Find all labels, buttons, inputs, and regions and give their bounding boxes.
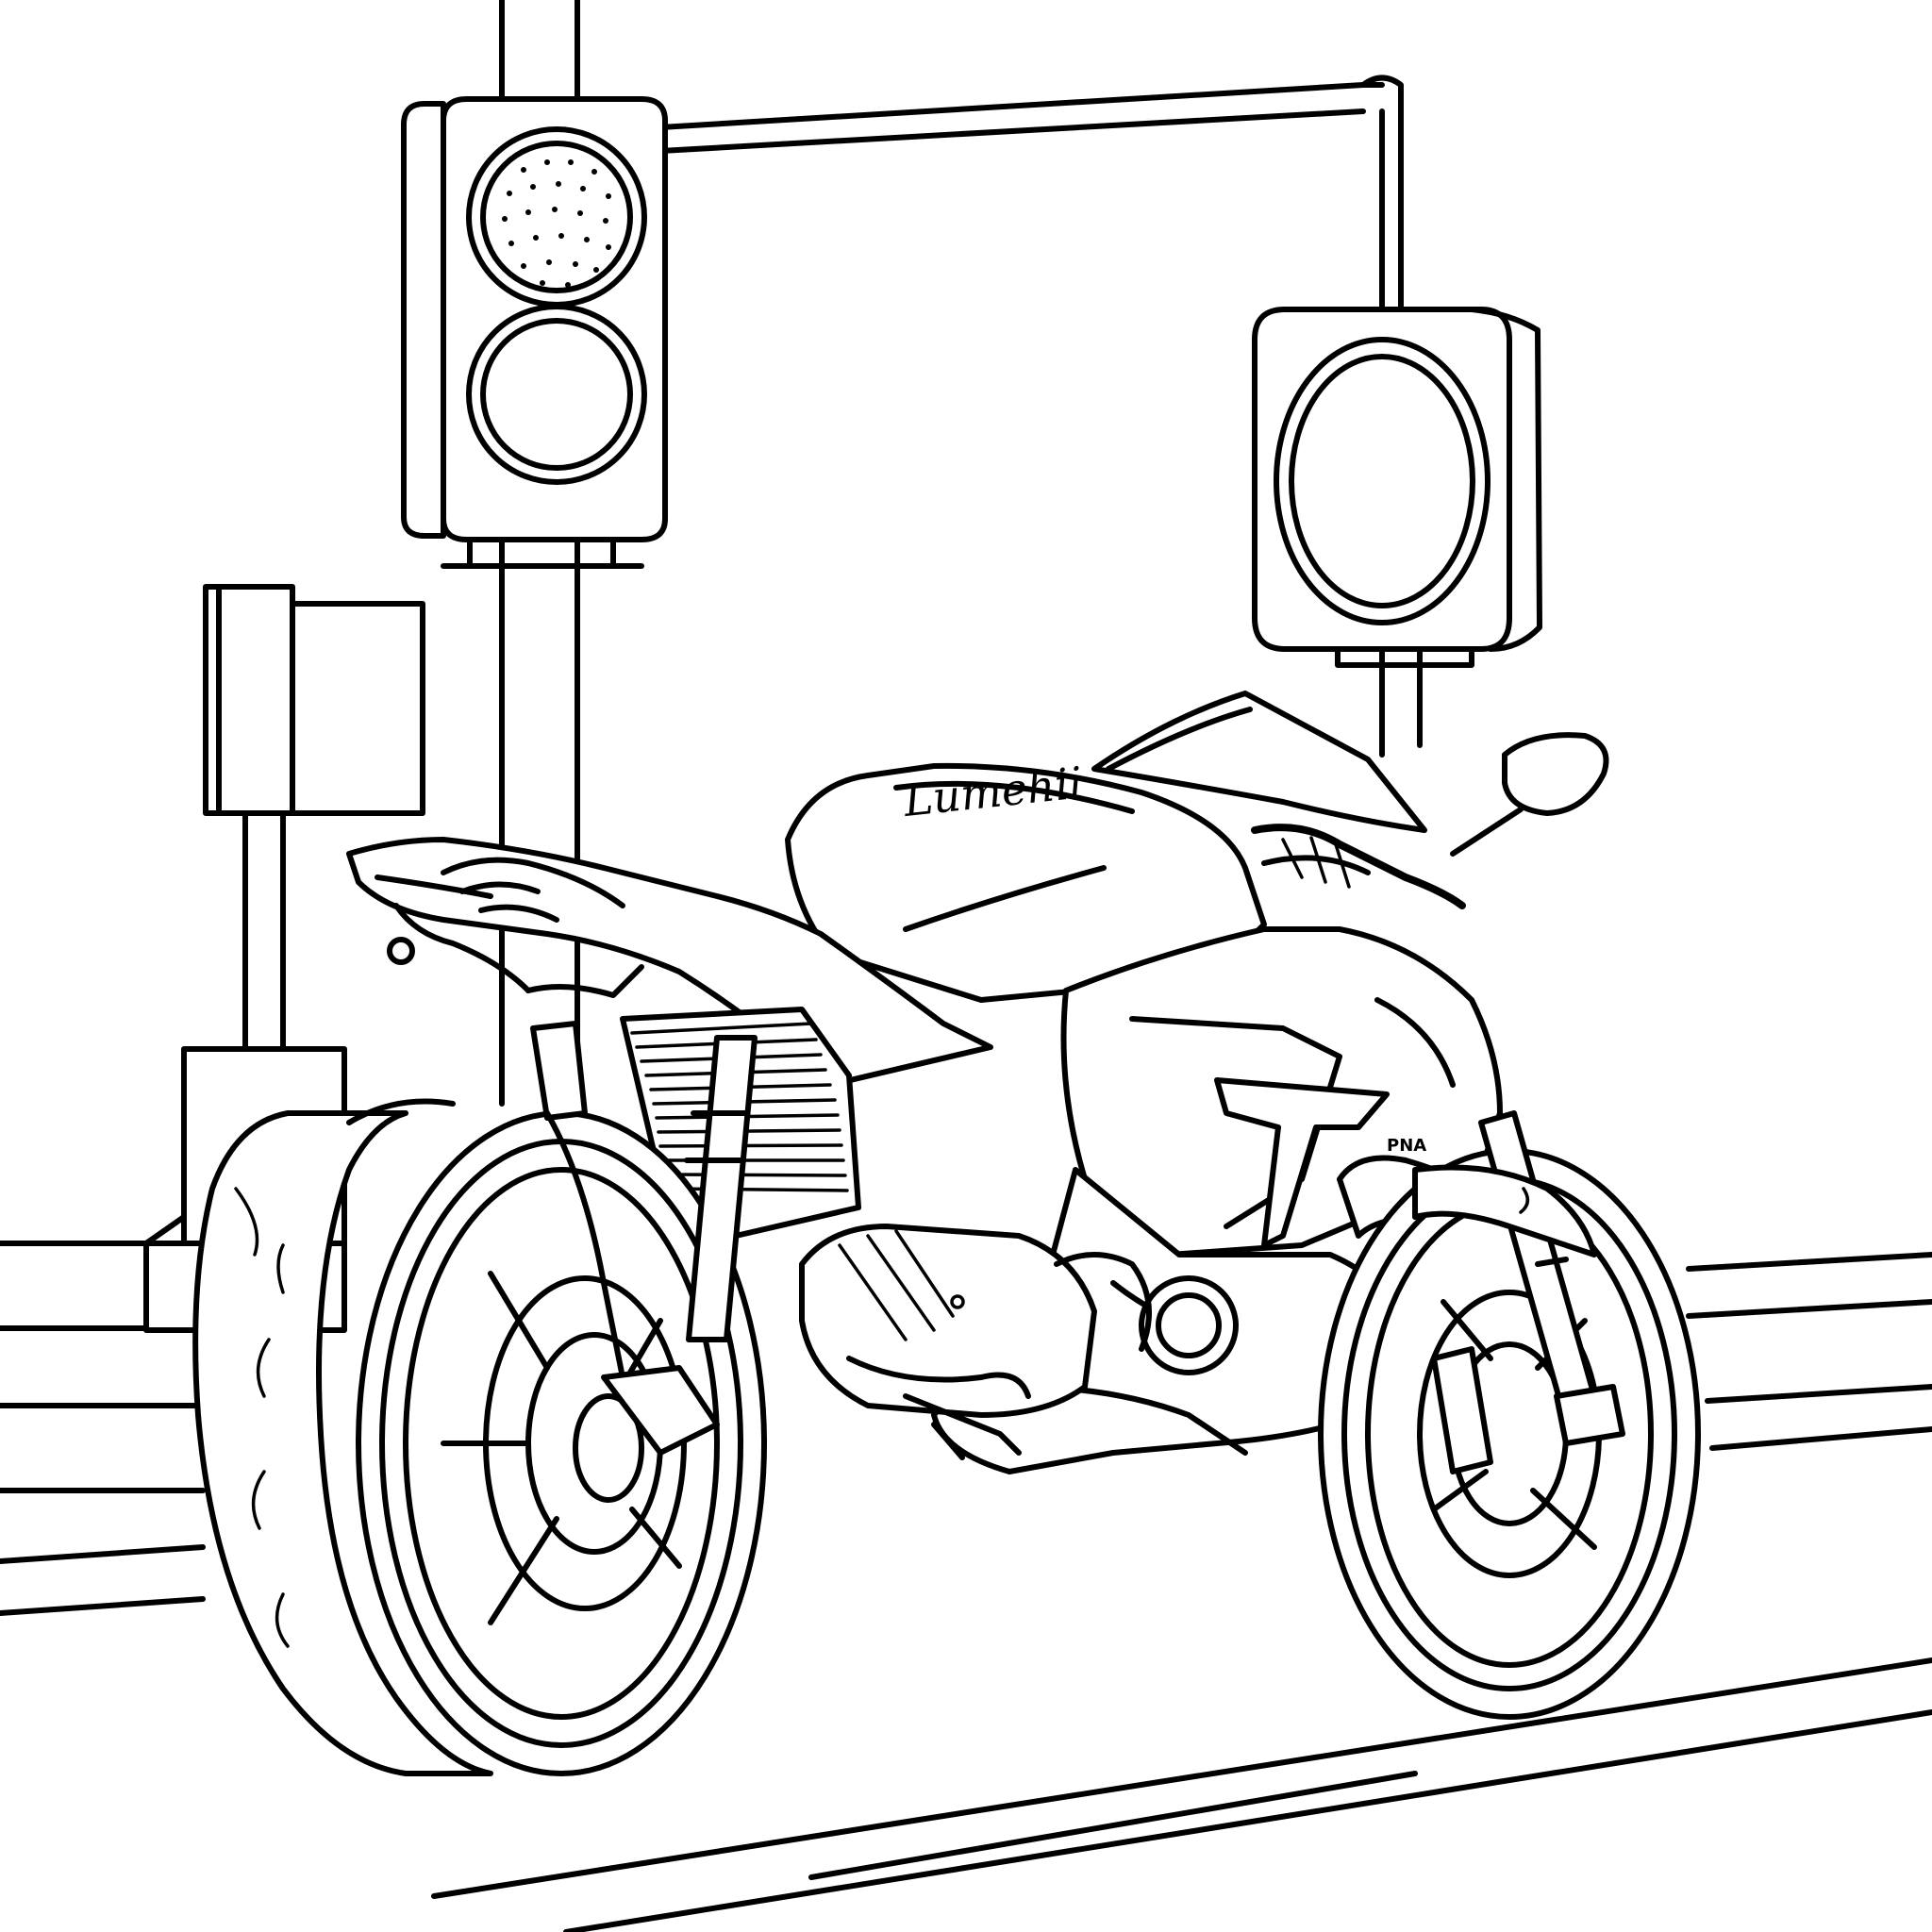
fairing-badge: PNA bbox=[1387, 1136, 1426, 1156]
traffic-light-left bbox=[401, 0, 1385, 1107]
traffic-light-right bbox=[1252, 75, 1542, 758]
rear-wheel bbox=[192, 1098, 767, 1776]
front-wheel bbox=[1318, 1148, 1701, 1720]
road-lines bbox=[0, 1241, 1932, 1932]
right-lamp bbox=[1274, 337, 1491, 625]
upper-lamp bbox=[466, 126, 647, 308]
lower-lamp bbox=[466, 304, 647, 485]
lamp-stipple bbox=[502, 159, 611, 288]
motorcycle: Lumehii PNA bbox=[192, 691, 1701, 1776]
